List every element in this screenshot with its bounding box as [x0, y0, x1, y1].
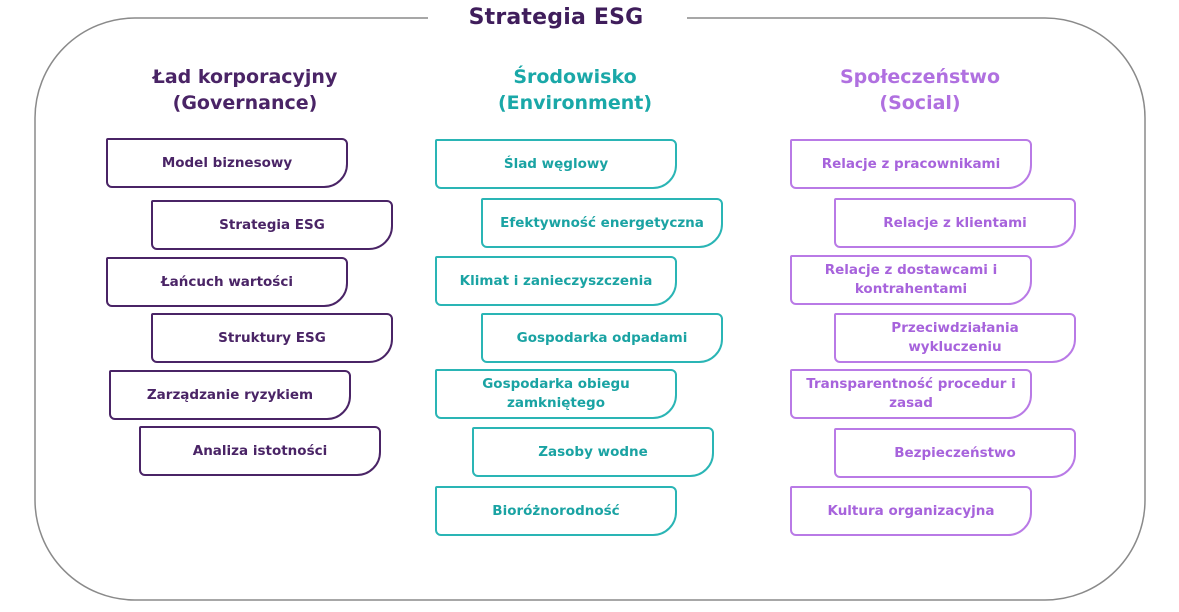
social-heading: Społeczeństwo (Social): [770, 64, 1070, 116]
social-item-bezpieczenstwo: Bezpieczeństwo: [834, 428, 1076, 478]
social-item-relacje-klienci: Relacje z klientami: [834, 198, 1076, 248]
environment-item-slad-weglowy: Ślad węglowy: [435, 139, 677, 189]
governance-item-model-biznesowy: Model biznesowy: [106, 138, 348, 188]
environment-item-gospodarka-odpadami: Gospodarka odpadami: [481, 313, 723, 363]
governance-item-zarzadzanie-ryzykiem: Zarządzanie ryzykiem: [109, 370, 351, 420]
social-heading-line1: Społeczeństwo: [839, 66, 1000, 88]
social-item-relacje-pracownicy: Relacje z pracownikami: [790, 139, 1032, 189]
social-item-kultura: Kultura organizacyjna: [790, 486, 1032, 536]
social-item-relacje-dostawcy: Relacje z dostawcami i kontrahentami: [790, 255, 1032, 305]
diagram-title: Strategia ESG: [468, 5, 644, 30]
environment-heading-line1: Środowisko: [513, 66, 637, 88]
social-item-transparentnosc: Transparentność procedur i zasad: [790, 369, 1032, 419]
environment-item-klimat: Klimat i zanieczyszczenia: [435, 256, 677, 306]
governance-item-analiza-istotnosci: Analiza istotności: [139, 426, 381, 476]
environment-item-zasoby-wodne: Zasoby wodne: [472, 427, 714, 477]
environment-item-gospodarka-obiegu: Gospodarka obiegu zamkniętego: [435, 369, 677, 419]
environment-item-efektywnosc-energetyczna: Efektywność energetyczna: [481, 198, 723, 248]
governance-item-strategia-esg: Strategia ESG: [151, 200, 393, 250]
governance-heading: Ład korporacyjny (Governance): [95, 64, 395, 116]
governance-item-struktury-esg: Struktury ESG: [151, 313, 393, 363]
social-heading-line2: (Social): [879, 92, 961, 114]
environment-item-bioroznorodnosc: Bioróżnorodność: [435, 486, 677, 536]
social-item-przeciwdzialania: Przeciwdziałania wykluczeniu: [834, 313, 1076, 363]
governance-heading-line1: Ład korporacyjny: [152, 66, 338, 88]
environment-heading: Środowisko (Environment): [425, 64, 725, 116]
environment-heading-line2: (Environment): [497, 92, 652, 114]
governance-item-lancuch-wartosci: Łańcuch wartości: [106, 257, 348, 307]
governance-heading-line2: (Governance): [172, 92, 318, 114]
